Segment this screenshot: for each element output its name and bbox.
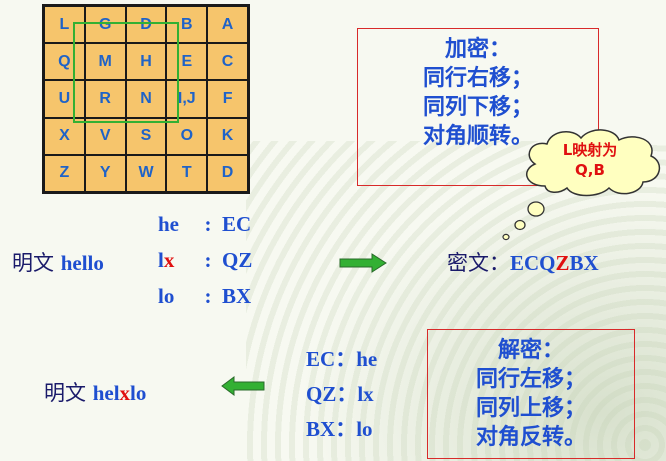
decrypt-sep: ： [335, 347, 357, 371]
plaintext-word: hello [60, 251, 104, 275]
matrix-cell: D [207, 154, 248, 192]
ciphertext-label: 密文：ECQZBX [447, 247, 599, 277]
filler-letter: x [163, 248, 175, 272]
arrow-left-icon [221, 376, 265, 396]
matrix-cell: E [166, 43, 208, 81]
matrix-cell: C [207, 43, 248, 81]
pair-plain: he [158, 212, 179, 236]
ciphertext-part1: ECQ [510, 251, 556, 275]
plaintext-label: 明文 hello [12, 247, 104, 277]
thought-bubbles [502, 201, 545, 241]
decrypt-row-2: QZ：lx [306, 378, 374, 408]
matrix-cell: B [166, 6, 208, 44]
matrix-cell: S [125, 117, 167, 155]
decrypt-sep: ： [335, 417, 357, 441]
pair-row-1: he: EC [158, 212, 251, 237]
decrypted-prefix: 明文 [44, 381, 86, 405]
matrix-cell: L [44, 6, 85, 44]
plaintext-prefix: 明文 [12, 251, 54, 275]
ciphertext-prefix: 密文： [447, 251, 510, 275]
matrix-cell: G [84, 6, 126, 44]
matrix-cell: V [84, 117, 126, 155]
matrix-cell: A [207, 6, 248, 44]
encrypt-rule-col: 同列下移； [422, 95, 533, 120]
decrypt-rule-col: 同列上移； [475, 396, 586, 421]
decrypt-sep: ： [336, 382, 358, 406]
pair-row-2: lx: QZ [158, 248, 252, 273]
callout-line-2: Q,B [575, 161, 605, 179]
decrypted-part2: lo [130, 381, 147, 405]
encrypt-title: 加密： [444, 37, 511, 62]
matrix-cell: O [166, 117, 208, 155]
matrix-cell: D [125, 6, 167, 44]
encrypt-rule-row: 同行右移； [422, 66, 533, 91]
callout-line-1: L映射为 [562, 141, 618, 159]
encrypt-rule-diag: 对角顺转。 [422, 124, 533, 149]
decrypted-label: 明文 helxlo [44, 377, 146, 407]
ciphertext-part2: BX [569, 251, 599, 275]
matrix-cell: R [84, 80, 126, 118]
pair-cipher: BX [222, 284, 252, 308]
ciphertext-highlight: Z [555, 251, 570, 275]
pair-plain-part: l [158, 248, 164, 272]
decrypt-plain: he [356, 347, 378, 371]
decrypt-rules-box: 解密： 同行左移； 同列上移； 对角反转。 [427, 329, 635, 459]
decrypt-row-1: EC：he [306, 343, 377, 373]
matrix-cell: M [84, 43, 126, 81]
decrypt-title: 解密： [497, 338, 564, 363]
matrix-cell: W [125, 154, 167, 192]
decrypted-part1: hel [92, 381, 120, 405]
decrypted-word: helxlo [93, 381, 147, 405]
decrypt-cipher: EC [306, 347, 336, 371]
thought-cloud [525, 129, 661, 197]
decrypted-filler: x [119, 381, 131, 405]
decrypt-plain: lo [356, 417, 373, 441]
matrix-cell: Q [44, 43, 85, 81]
matrix-cell: H [125, 43, 167, 81]
pair-colon: : [204, 212, 212, 236]
pair-cipher: EC [222, 212, 252, 236]
callout-text: L映射为 Q,B [515, 140, 665, 180]
decrypt-rule-diag: 对角反转。 [475, 425, 586, 450]
decrypt-plain: lx [357, 382, 374, 406]
pair-colon: : [204, 248, 212, 272]
matrix-cell: T [166, 154, 208, 192]
matrix-cell: X [44, 117, 85, 155]
decrypt-cipher: QZ [306, 382, 337, 406]
pair-plain: lx [158, 248, 194, 273]
matrix-cell: F [207, 80, 248, 118]
matrix-cell: N [125, 80, 167, 118]
pair-colon: : [204, 284, 212, 308]
encrypt-rules-box: 加密： 同行右移； 同列下移； 对角顺转。 [357, 28, 599, 186]
decrypt-cipher: BX [306, 417, 336, 441]
matrix-cell: Y [84, 154, 126, 192]
pair-row-3: lo: BX [158, 284, 251, 309]
pair-cipher: QZ [222, 248, 253, 272]
decrypt-row-3: BX：lo [306, 413, 373, 443]
decrypt-rule-row: 同行左移； [475, 367, 586, 392]
pair-plain: lo [158, 284, 175, 308]
matrix-cell: I,J [166, 80, 208, 118]
matrix-cell: Z [44, 154, 85, 192]
arrow-right-icon [339, 253, 387, 273]
matrix-cell: U [44, 80, 85, 118]
matrix-cell: K [207, 117, 248, 155]
